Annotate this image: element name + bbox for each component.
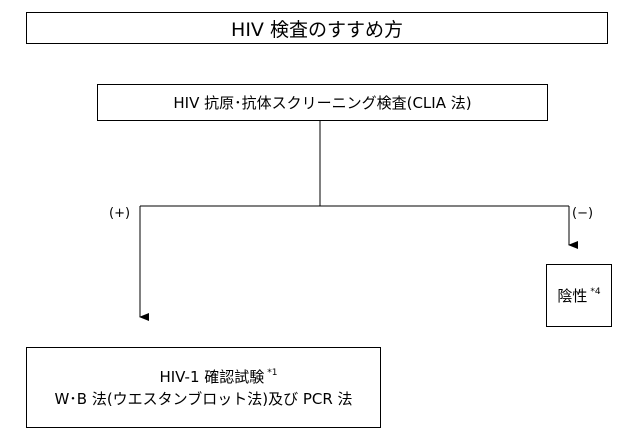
positive-branch-label: (+) [109,206,131,221]
confirmatory-test-name: HIV-1 確認試験 [159,367,265,386]
screening-test-node: HIV 抗原･抗体スクリーニング検査(CLIA 法) [97,84,548,121]
confirmatory-line-2: W･B 法(ウエスタンブロット法)及び PCR 法 [54,389,353,408]
negative-result-node: 陰性*4 [546,264,612,327]
negative-result-text: 陰性 [557,287,588,305]
flowchart-title: HIV 検査のすすめ方 [26,12,608,44]
flowchart-title-text: HIV 検査のすすめ方 [231,18,403,41]
negative-footnote-mark: *4 [590,286,601,297]
confirmatory-test-node: HIV-1 確認試験*1 W･B 法(ウエスタンブロット法)及び PCR 法 [26,347,381,428]
confirmatory-line-1: HIV-1 確認試験*1 [159,366,277,388]
confirmatory-footnote-mark: *1 [267,367,278,378]
screening-test-text: HIV 抗原･抗体スクリーニング検査(CLIA 法) [173,94,472,112]
negative-branch-label: (−) [572,206,594,221]
